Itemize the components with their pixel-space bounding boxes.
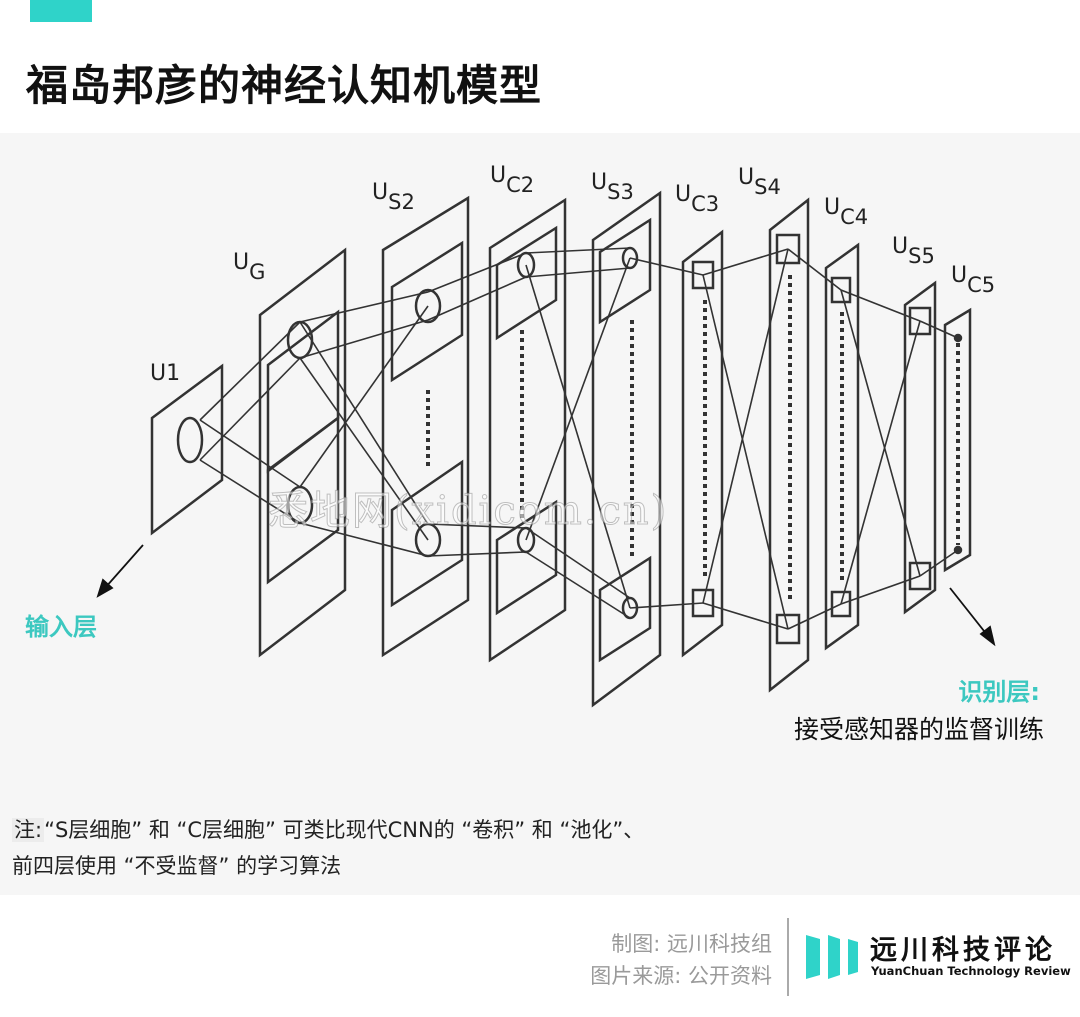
unit-box: [908, 306, 932, 336]
layer-plane-us2: [381, 195, 470, 658]
layer-plane-uc5: [943, 307, 972, 573]
diagram-panel: [0, 133, 1080, 895]
layer-label-ug: UG: [233, 250, 266, 284]
layer-label-uc4: UC4: [824, 195, 869, 229]
input-layer-label: 输入层: [25, 613, 97, 641]
unit-box: [775, 613, 801, 645]
layer-label-us5: US5: [892, 234, 935, 268]
layer-plane-uc4: [824, 242, 860, 651]
receptive-field: [414, 288, 442, 324]
page-title: 福岛邦彦的神经认知机模型: [26, 61, 543, 110]
layer-plane-us4: [768, 197, 810, 693]
unit-box: [908, 561, 932, 591]
receptive-field: [176, 416, 204, 464]
brand-logo-icon: [806, 935, 858, 979]
layer-plane-us5: [903, 280, 937, 615]
footnote-line-1: 注:“S层细胞” 和 “C层细胞” 可类比现代CNN的 “卷积” 和 “池化”、: [12, 818, 645, 842]
unit-box: [830, 590, 852, 618]
unit-box: [691, 260, 715, 290]
accent-bar: [30, 0, 92, 22]
input-arrow: [104, 544, 144, 589]
output-arrow: [949, 587, 989, 637]
recognition-layer-label: 识别层:: [958, 678, 1040, 706]
sub-plane: [495, 225, 558, 341]
neocognitron-diagram: [96, 190, 996, 708]
layer-plane-ug: [258, 247, 347, 658]
sub-plane: [390, 459, 464, 608]
layer-label-uc2: UC2: [490, 163, 535, 197]
layer-plane-uc3: [681, 229, 724, 658]
sub-plane: [598, 217, 652, 325]
layer-label-uc3: UC3: [675, 182, 720, 216]
layer-label-uc5: UC5: [951, 263, 996, 297]
recognition-layer-description: 接受感知器的监督训练: [793, 715, 1044, 744]
credit-chart-by: 制图: 远川科技组: [611, 932, 772, 956]
layer-plane-u1: [150, 363, 224, 536]
footnote-prefix: 注:: [12, 818, 45, 842]
sub-plane: [495, 499, 558, 616]
sub-plane: [390, 240, 464, 383]
layer-plane-uc2: [488, 197, 567, 663]
unit-box: [775, 233, 801, 265]
layer-label-us3: US3: [591, 170, 634, 204]
layer-label-u1: U1: [150, 361, 181, 386]
footer-divider: [787, 918, 789, 996]
watermark: 悉地网(xidicom.cn): [267, 488, 669, 535]
sub-plane: [266, 415, 340, 585]
brand-name-cn: 远川科技评论: [870, 935, 1056, 966]
credit-image-source: 图片来源: 公开资料: [590, 964, 772, 988]
layer-label-us2: US2: [372, 180, 415, 214]
arrow-head: [96, 578, 114, 598]
layer-plane-us3: [591, 190, 662, 708]
footer-credits: 制图: 远川科技组 图片来源: 公开资料: [590, 928, 772, 992]
footnote: 注:“S层细胞” 和 “C层细胞” 可类比现代CNN的 “卷积” 和 “池化”、…: [12, 812, 644, 884]
footnote-line-2: 前四层使用 “不受监督” 的学习算法: [12, 854, 342, 878]
brand-name-en: YuanChuan Technology Review: [871, 964, 1071, 978]
arrow-head: [979, 625, 996, 647]
unit-box: [830, 276, 852, 304]
layer-label-us4: US4: [738, 165, 781, 199]
sub-plane: [598, 555, 652, 663]
